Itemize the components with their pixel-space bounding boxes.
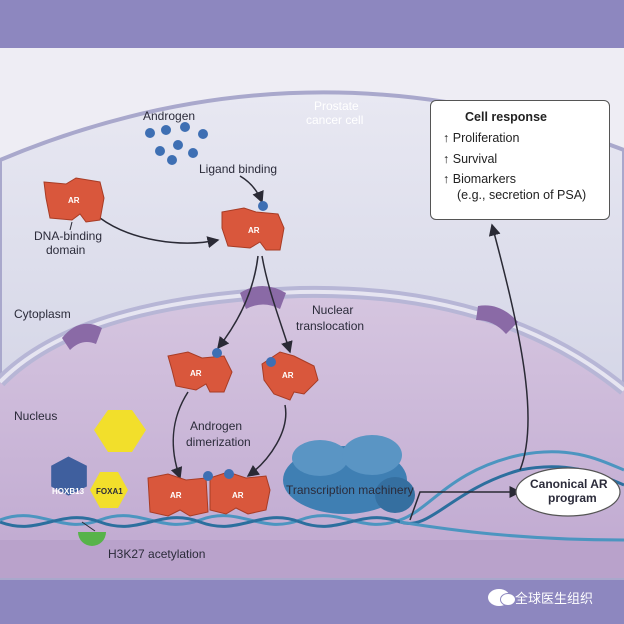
response-item-text: Survival (452, 151, 498, 166)
transcription-lobe (342, 435, 402, 475)
ar-receptor-nuclear-right (261, 351, 319, 401)
response-item-text: Biomarkers (452, 171, 516, 186)
nuclear-pore (62, 323, 102, 350)
ligand-binding-arrow (239, 175, 264, 204)
androgen-dimerization-label-2: dimerization (186, 435, 251, 449)
canonical-program-ellipse (515, 467, 621, 517)
h3k27-leader (81, 521, 96, 532)
nuclear-translocation-label-1: Nuclear (312, 303, 353, 317)
translocation-arrow-left (217, 255, 259, 350)
translocation-arrow-right (261, 255, 293, 354)
foxa1-label: FOXA1 (96, 487, 123, 496)
ar-label: AR (232, 491, 244, 500)
dna-strand-b (0, 465, 624, 528)
watermark-text: 全球医生组织 (515, 592, 594, 607)
nucleus-label: Nucleus (14, 409, 57, 423)
cytoplasm-label: Cytoplasm (14, 307, 71, 321)
dna-strand-tail (399, 520, 624, 542)
ar-label: AR (282, 371, 294, 380)
hoxb13-hexagon (51, 456, 87, 496)
ar-receptor-bound (221, 201, 285, 251)
up-arrow-icon: ↑ (443, 171, 450, 186)
watermark: 全球医生组织 (488, 588, 593, 607)
ar-label: AR (190, 369, 202, 378)
up-arrow-icon: ↑ (443, 131, 450, 146)
androgen-dot (155, 146, 165, 156)
response-item-biomarkers: ↑ Biomarkers (e.g., secretion of PSA) (443, 171, 601, 204)
cell-response-box: Cell response ↑ Proliferation ↑ Survival… (430, 100, 610, 220)
nuclear-translocation-label-2: translocation (296, 319, 364, 333)
dna-strand-a (0, 450, 624, 526)
hoxb13-label: HOXB13 (52, 487, 85, 496)
prostate-cell-label-1: Prostate (314, 99, 359, 113)
free-pioneer-hexagon (94, 410, 146, 452)
h3k27-acetylation-mark (78, 532, 106, 546)
response-item-text: Proliferation (452, 131, 520, 146)
prostate-cell-label-2: cancer cell (306, 113, 363, 127)
canonical-program-label-1: Canonical AR (530, 477, 608, 491)
androgen-dot (173, 140, 183, 150)
androgen-dot (180, 122, 190, 132)
ar-label: AR (170, 491, 182, 500)
response-arrow (488, 223, 529, 471)
dna-binding-label-1: DNA-binding (34, 229, 102, 243)
transcription-lobe (292, 440, 348, 476)
ar-receptor-free (43, 177, 105, 223)
androgen-label: Androgen (143, 109, 195, 123)
nuclear-pore (476, 305, 518, 334)
response-item-survival: ↑ Survival (443, 151, 601, 167)
ar-receptor-nuclear-left (167, 348, 233, 393)
dna-binding-leader (69, 221, 73, 231)
androgen-dot (145, 128, 155, 138)
androgen-dot (167, 155, 177, 165)
dimerization-arrow-right (246, 404, 287, 477)
foxa1-hexagon (90, 472, 128, 508)
androgen-dimerization-label-1: Androgen (190, 419, 242, 433)
transcription-machinery-label: Transcription machinery (286, 483, 414, 497)
up-arrow-icon: ↑ (443, 151, 450, 166)
response-item-subtext: (e.g., secretion of PSA) (457, 188, 587, 202)
ar-to-bound-arrow (99, 217, 220, 249)
transcription-lobe (375, 477, 415, 513)
transcription-arrow (409, 486, 522, 521)
androgen-dot (188, 148, 198, 158)
nucleus-floor (0, 540, 624, 578)
wechat-icon (488, 589, 516, 606)
ar-dimer (147, 469, 271, 517)
ar-label: AR (248, 226, 260, 235)
response-item-proliferation: ↑ Proliferation (443, 130, 601, 146)
canonical-program-label-2: program (548, 491, 597, 505)
ligand-binding-label: Ligand binding (199, 162, 277, 176)
h3k27-label: H3K27 acetylation (108, 547, 205, 561)
androgen-dot (161, 125, 171, 135)
ar-label: AR (68, 196, 80, 205)
androgen-dot (198, 129, 208, 139)
cell-response-title: Cell response (465, 110, 547, 124)
dimerization-arrow-left (170, 391, 189, 480)
dna-binding-label-2: domain (46, 243, 85, 257)
